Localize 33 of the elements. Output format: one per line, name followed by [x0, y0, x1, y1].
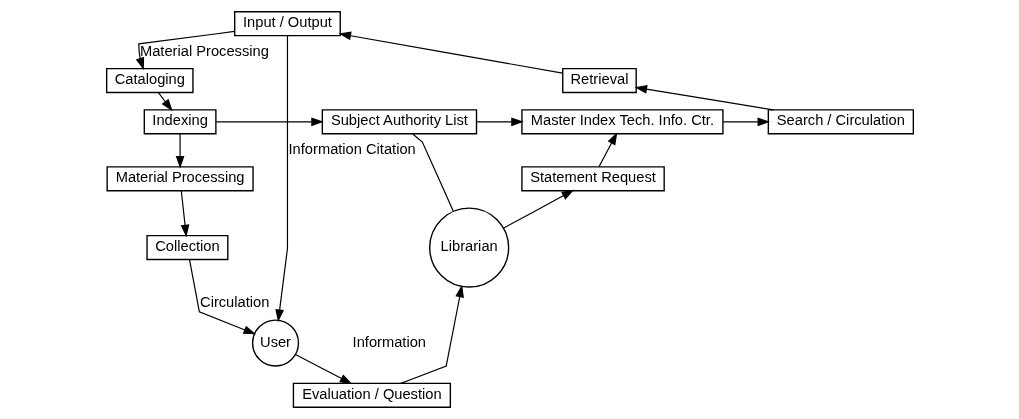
edge-label: Material Processing	[139, 42, 269, 59]
node-box: Subject Authority List	[321, 109, 477, 135]
node-box: Statement Request	[520, 166, 665, 192]
arrow	[188, 258, 256, 335]
node-box: Cataloging	[105, 67, 194, 94]
arrow	[597, 132, 617, 168]
arrow	[274, 35, 288, 322]
edge-label: Information Citation	[288, 140, 416, 157]
node-box: Evaluation / Question	[292, 382, 451, 408]
arrow	[722, 117, 770, 127]
arrow	[157, 92, 173, 112]
arrow	[475, 117, 524, 127]
arrow	[215, 117, 324, 127]
node-box: Collection	[145, 234, 228, 261]
node-box: Input / Output	[233, 11, 341, 37]
arrow	[135, 30, 235, 70]
node-box: Retrieval	[561, 67, 637, 94]
node-box: Master Index Tech. Info. Ctr.	[520, 109, 724, 135]
node-box: Search / Circulation	[767, 109, 914, 135]
arrow	[502, 189, 574, 229]
edge-label: Circulation	[199, 294, 269, 311]
arrow	[175, 133, 184, 169]
arrow	[634, 84, 774, 111]
label: Information	[352, 333, 426, 350]
node-box: Material Processing	[105, 166, 254, 192]
connector	[411, 133, 454, 212]
arrow	[294, 353, 352, 385]
node-circle: Librarian	[428, 207, 509, 288]
node-box: Indexing	[143, 109, 217, 135]
arrow	[338, 31, 563, 74]
arrow	[399, 284, 464, 384]
node-circle: User	[251, 319, 299, 367]
arrow	[180, 190, 189, 238]
